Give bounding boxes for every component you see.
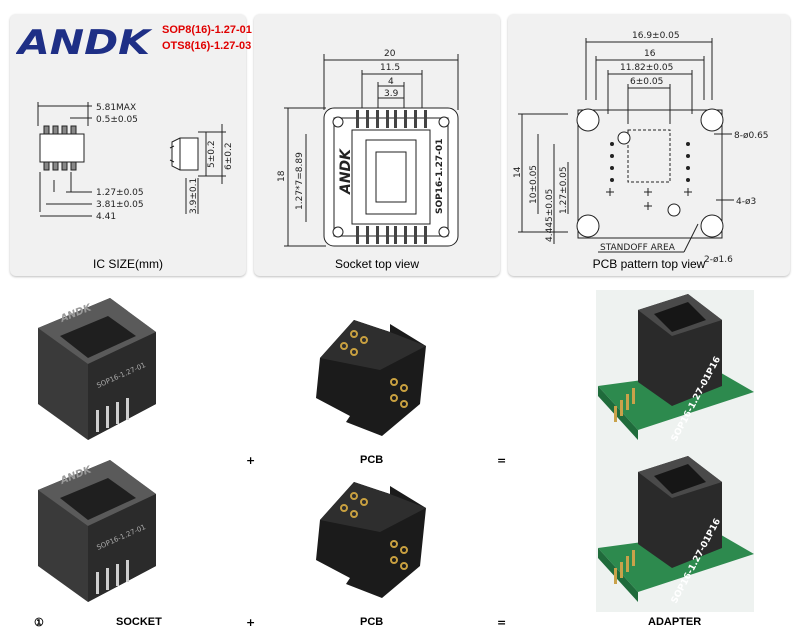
adapter-photo-1: SOP16-1.27-01P16 [598, 294, 754, 443]
dim-4-445: 4.445±0.05 [545, 189, 555, 242]
equals-sign-2: = [497, 616, 507, 629]
dim-11-82: 11.82±0.05 [620, 63, 673, 73]
model-line-2: OTS8(16)-1.27-03 [162, 40, 252, 52]
dim-3-9: 3.9 [384, 89, 399, 99]
pcb-photo-2 [316, 482, 426, 598]
socket-label: SOCKET [116, 616, 162, 628]
dim-2-holes: 2-ø1.6 [704, 255, 733, 265]
socket-logo-text: ANDK [338, 148, 354, 195]
dim-1-27x7: 1.27*7=8.89 [295, 152, 305, 210]
plus-sign-2: + [246, 616, 256, 629]
pcb-label-1: PCB [360, 454, 384, 466]
model-line-1: SOP8(16)-1.27-01 to [162, 24, 266, 36]
dim-5-0-2: 5±0.2 [207, 140, 217, 168]
andk-logo: ANDK [16, 24, 153, 60]
dim-11-5: 11.5 [380, 63, 400, 73]
pcb-pattern-drawing: 16.9±0.05 16 11.82±0.05 6±0.05 8-ø0.65 1… [513, 31, 769, 265]
adapter-photo-2: SOP16-1.27-01P16 [598, 456, 754, 605]
dim-16: 16 [644, 49, 656, 59]
ic-size-caption: IC SIZE(mm) [93, 257, 163, 271]
dim-3-9: 3.9±0.1 [189, 178, 199, 214]
dim-14: 14 [513, 166, 523, 178]
pcb-pattern-panel: 16.9±0.05 16 11.82±0.05 6±0.05 8-ø0.65 1… [508, 14, 790, 276]
dim-20: 20 [384, 49, 396, 59]
dim-18: 18 [277, 170, 287, 182]
ic-size-drawing: 5.81MAX 0.5±0.05 1.27±0.05 3.81±0.05 4.4… [37, 102, 234, 222]
socket-marking: SOP16-1.27-01 [435, 139, 445, 214]
socket-top-drawing: ANDK SOP16-1.27-01 20 11.5 4 3.9 18 1.27… [277, 49, 459, 247]
standoff-area: STANDOFF AREA [600, 243, 676, 253]
plus-sign-1: + [246, 454, 256, 467]
dim-1-27: 1.27±0.05 [559, 166, 569, 214]
dim-16-9: 16.9±0.05 [632, 31, 680, 41]
ic-size-panel: 5.81MAX 0.5±0.05 1.27±0.05 3.81±0.05 4.4… [10, 14, 246, 276]
dim-8-holes: 8-ø0.65 [734, 131, 769, 141]
dim-0-5: 0.5±0.05 [96, 115, 138, 125]
equals-sign-1: = [497, 454, 507, 467]
dim-1-27: 1.27±0.05 [96, 188, 144, 198]
dim-4: 4 [388, 77, 394, 87]
dim-6-0-2: 6±0.2 [224, 142, 234, 170]
dim-4-holes: 4-ø3 [736, 197, 756, 207]
index-marker: ① [34, 617, 44, 629]
dim-3-81: 3.81±0.05 [96, 200, 144, 210]
dim-5-81max: 5.81MAX [96, 103, 136, 113]
socket-top-caption: Socket top view [334, 257, 420, 271]
pcb-pattern-caption: PCB pattern top view [592, 257, 706, 271]
dim-4-41: 4.41 [96, 212, 116, 222]
dim-10: 10±0.05 [529, 165, 539, 204]
socket-top-panel: ANDK SOP16-1.27-01 20 11.5 4 3.9 18 1.27… [254, 14, 500, 276]
dim-6: 6±0.05 [630, 77, 663, 87]
pcb-label-2: PCB [360, 616, 384, 628]
socket-photo-2: ANDK SOP16-1.27-01 [38, 460, 156, 602]
svg-text:ANDK: ANDK [16, 24, 153, 60]
socket-photo-1: ANDK SOP16-1.27-01 [38, 298, 156, 440]
adapter-label: ADAPTER [648, 616, 702, 628]
pcb-photo-1 [316, 320, 426, 436]
